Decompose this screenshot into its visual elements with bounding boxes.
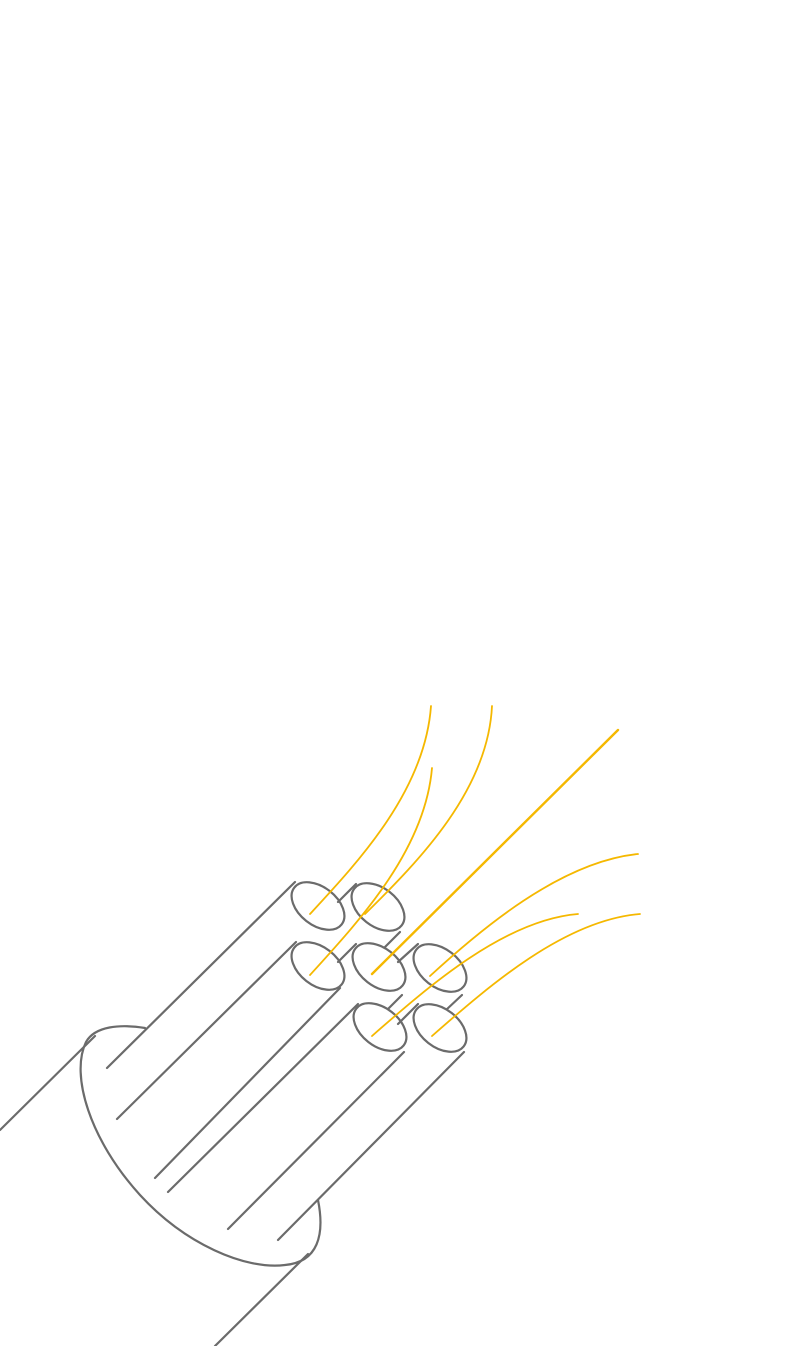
cable-sheath [0,1025,322,1346]
buffer-tube-back-right [336,882,406,950]
optical-fibers [309,705,641,1037]
fiber-2 [364,705,493,915]
fiber-5 [429,853,639,977]
fiber-6 [371,913,579,1037]
fiber-1 [309,705,432,915]
fiber-3 [309,767,433,976]
fiber-4 [370,728,620,976]
buffer-tube-middle-left [115,940,346,1180]
buffer-tube-front-left [166,1002,408,1231]
fiber-7 [431,913,641,1037]
